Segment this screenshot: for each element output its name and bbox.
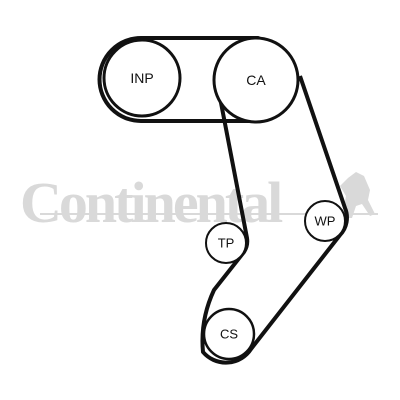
pulley-wp-label: WP: [315, 214, 336, 229]
pulley-inp: INP: [102, 38, 182, 118]
pulley-wp: WP: [304, 200, 346, 242]
pulley-tp-label: TP: [218, 236, 235, 251]
pulley-tp: TP: [205, 222, 247, 264]
pulley-inp-circle: [102, 38, 182, 118]
pulley-cs-circle: [202, 307, 256, 361]
pulley-ca-label: CA: [246, 72, 266, 88]
pulley-tp-circle: [205, 222, 247, 264]
pulley-inp-label: INP: [130, 70, 153, 86]
horse-icon: [340, 172, 375, 218]
pulley-cs: CS: [202, 307, 256, 361]
pulley-ca: CA: [212, 36, 300, 124]
pulley-wp-circle: [304, 200, 346, 242]
pulley-ca-circle: [212, 36, 300, 124]
pulley-cs-label: CS: [220, 327, 238, 342]
